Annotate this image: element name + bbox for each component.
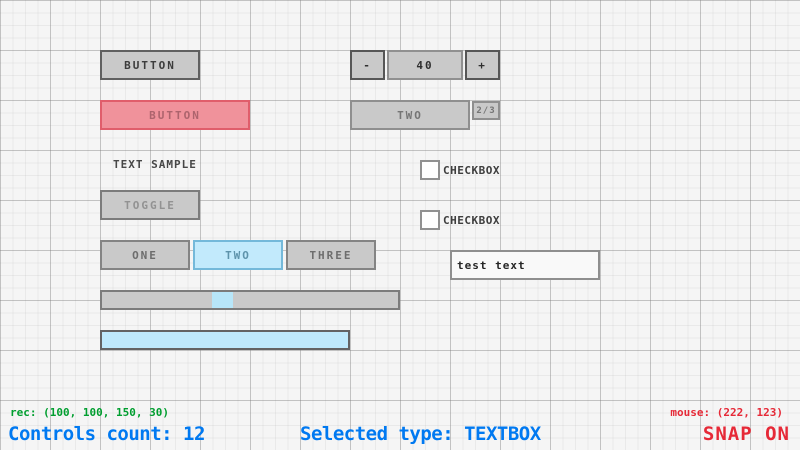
- toggle-group-option-one[interactable]: ONE: [100, 240, 190, 270]
- slider-handle[interactable]: [212, 292, 233, 308]
- button-control[interactable]: BUTTON: [100, 50, 200, 80]
- checkbox-control-1[interactable]: CHECKBOX: [420, 160, 500, 180]
- toggle-group-option-two[interactable]: TWO: [193, 240, 283, 270]
- selected-button-control[interactable]: BUTTON: [100, 100, 250, 130]
- spinner-value[interactable]: 40: [387, 50, 463, 80]
- label-control[interactable]: TEXT SAMPLE: [113, 157, 197, 171]
- toggle-control[interactable]: TOGGLE: [100, 190, 200, 220]
- status-rec-coordinates: rec: (100, 100, 150, 30): [10, 406, 169, 419]
- status-snap-indicator: SNAP ON: [702, 423, 790, 445]
- checkbox-label: CHECKBOX: [443, 213, 500, 227]
- slider-control[interactable]: [100, 290, 400, 310]
- toggle-group-option-three[interactable]: THREE: [286, 240, 376, 270]
- combobox-counter-button[interactable]: 2/3: [472, 101, 500, 120]
- status-controls-count: Controls count: 12: [8, 423, 205, 445]
- spinner-increment-button[interactable]: +: [465, 50, 500, 80]
- spinner-decrement-button[interactable]: -: [350, 50, 385, 80]
- checkbox-label: CHECKBOX: [443, 163, 500, 177]
- checkbox-box[interactable]: [420, 210, 440, 230]
- checkbox-control-2[interactable]: CHECKBOX: [420, 210, 500, 230]
- progressbar-control[interactable]: [100, 330, 350, 350]
- textbox-control[interactable]: test text: [450, 250, 600, 280]
- toggle-group-control: ONE TWO THREE: [100, 240, 376, 270]
- status-selected-type: Selected type: TEXTBOX: [300, 423, 541, 445]
- combobox-control[interactable]: TWO: [350, 100, 470, 130]
- status-mouse-coordinates: mouse: (222, 123): [670, 406, 783, 419]
- checkbox-box[interactable]: [420, 160, 440, 180]
